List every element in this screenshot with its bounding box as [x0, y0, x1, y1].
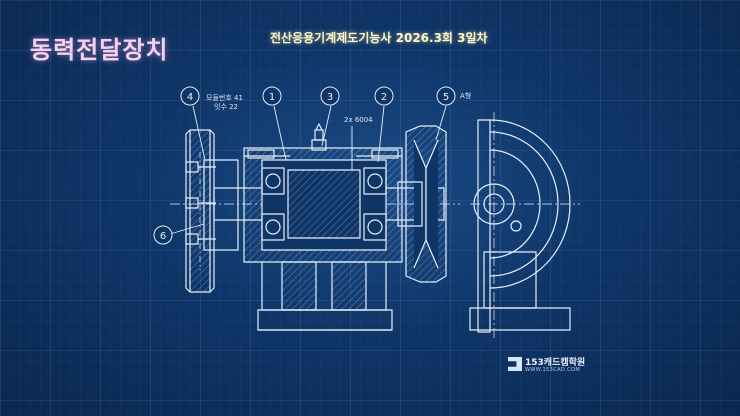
logo-url: WWW.153CAD.COM — [525, 367, 581, 373]
gear-module-note: 모듈번호 41 — [206, 93, 243, 102]
housing-base — [257, 261, 393, 331]
v-belt-pulley — [397, 125, 447, 283]
callout-4-label: 4 — [187, 92, 193, 103]
callout-3-label: 3 — [327, 92, 333, 103]
callout-3 — [320, 86, 340, 106]
side-view — [469, 112, 580, 340]
slide-title: 동력전달장치 — [30, 36, 169, 64]
grease-nipple — [311, 123, 327, 151]
callout-2-label: 2 — [381, 92, 387, 103]
spur-gear — [185, 129, 239, 293]
callout-6-label: 6 — [160, 231, 166, 242]
gear-teeth-note: 잇수 22 — [214, 102, 238, 111]
logo-name: 153캐드캠학원 — [525, 358, 586, 368]
slide-subtitle: 전산응용기계제도기능사 2026.3회 3일차 — [270, 31, 488, 45]
logo-mark-icon — [508, 357, 522, 371]
callout-4 — [180, 86, 200, 106]
bearing-note: 2x 6004 — [344, 116, 373, 124]
gear-bolts — [185, 161, 216, 245]
callout-2 — [374, 86, 394, 106]
belt-type-note: A형 — [460, 92, 471, 100]
callout-6 — [153, 225, 173, 245]
callout-1-label: 1 — [269, 92, 275, 103]
leader-lines — [169, 105, 447, 235]
callout-1 — [262, 86, 282, 106]
callouts — [153, 86, 456, 245]
academy-logo: 153캐드캠학원 WWW.153CAD.COM — [508, 355, 594, 379]
callout-5 — [436, 86, 456, 106]
callout-5-label: 5 — [443, 92, 449, 103]
bearing-housing — [243, 147, 403, 263]
